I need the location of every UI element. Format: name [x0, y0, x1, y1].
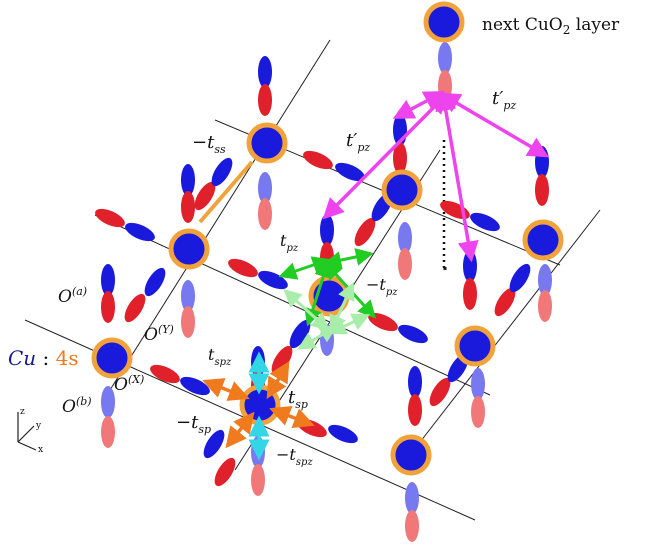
cu-atom [239, 384, 281, 426]
axes-indicator [17, 412, 37, 451]
t-spz-label: tspz [208, 345, 232, 368]
axis-y-label: y [35, 421, 42, 431]
t-sp-arrows [202, 360, 315, 449]
o-b-label: O(b) [62, 395, 92, 417]
minus-t-ss-label: −tss [192, 132, 226, 156]
o-y-label: O(Y) [144, 323, 174, 345]
cu-atom [246, 122, 288, 164]
t-pz-back-arrows [283, 281, 371, 350]
axis-z-label: z [20, 407, 25, 417]
t-pz-prime-right-label: t′pz [492, 88, 516, 112]
cu-atom [522, 219, 564, 261]
cu-atom [91, 337, 133, 379]
cu-atom [454, 325, 496, 367]
axis-x-label: x [38, 445, 43, 455]
t-sp-label: tsp [288, 387, 308, 411]
t-pz-label: tpz [280, 231, 299, 254]
o-x-label: O(X) [114, 373, 144, 395]
cu-atom [381, 169, 423, 211]
minus-t-pz-label: −tpz [366, 275, 398, 298]
cu-atom-next-layer [423, 1, 465, 43]
minus-t-spz-label: −tspz [276, 445, 313, 468]
cu-4s-label: Cu : 4s [8, 346, 79, 370]
t-pz-prime-left-label: t′pz [346, 130, 370, 154]
next-layer-label: next CuO2 layer [482, 15, 620, 37]
minus-t-sp-label: −tsp [176, 412, 211, 436]
t-ss-arrow [198, 160, 254, 224]
t-pz-prime-arrows [322, 89, 550, 263]
cu-atom [168, 228, 210, 270]
o-a-label: O(a) [58, 285, 87, 307]
cu-atom [390, 434, 432, 476]
